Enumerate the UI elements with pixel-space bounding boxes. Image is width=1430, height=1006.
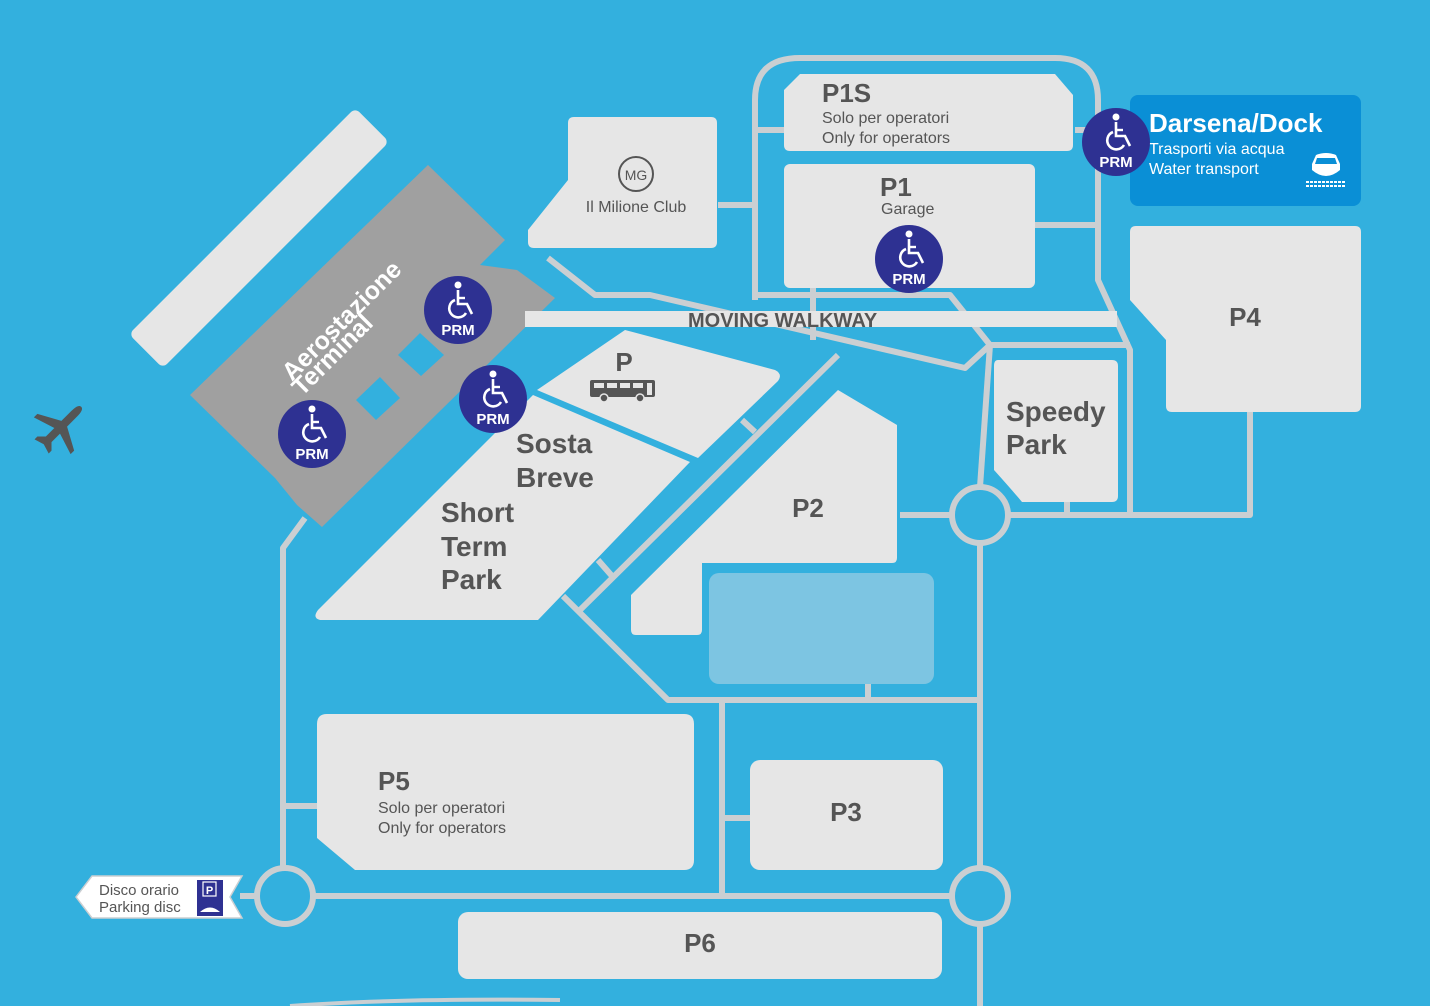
boat-icon	[1306, 153, 1346, 187]
svg-text:PRM: PRM	[441, 322, 474, 339]
road-network	[240, 55, 1253, 1006]
svg-text:PRM: PRM	[1099, 154, 1132, 171]
milione-logo-icon	[618, 156, 654, 192]
p3-title: P3	[830, 797, 862, 827]
svg-text:Disco orario: Disco orario	[99, 882, 179, 899]
svg-text:Sosta: Sosta	[516, 428, 593, 459]
svg-text:Breve: Breve	[516, 462, 594, 493]
bus-icon	[590, 380, 655, 403]
svg-text:Garage: Garage	[881, 201, 934, 218]
svg-text:Only for operators: Only for operators	[822, 130, 950, 147]
parking-p5[interactable]: P5 Solo per operatori Only for operators	[317, 714, 694, 870]
p4-title: P4	[1229, 302, 1261, 332]
svg-text:Solo per operatori: Solo per operatori	[822, 110, 949, 127]
apron-strip	[131, 110, 387, 366]
parking-p3[interactable]: P3	[750, 760, 943, 870]
dock-panel[interactable]: Darsena/Dock Trasporti via acqua Water t…	[1130, 95, 1361, 206]
airplane-icon	[33, 405, 83, 455]
walkway-label: MOVING WALKWAY	[688, 310, 878, 332]
parking-p2[interactable]: P2	[631, 390, 934, 684]
svg-text:Water transport: Water transport	[1149, 161, 1259, 178]
p1-title: P1	[880, 172, 912, 202]
moving-walkway: MOVING WALKWAY	[525, 310, 1117, 332]
prm-marker-p1-garage[interactable]: PRM	[873, 223, 945, 295]
svg-text:Parking disc: Parking disc	[99, 899, 181, 916]
bottom-road	[289, 997, 561, 1006]
p5-title: P5	[378, 766, 410, 796]
dock-title: Darsena/Dock	[1149, 108, 1323, 138]
svg-text:MG: MG	[625, 167, 648, 183]
parking-speedy[interactable]: Speedy Park	[994, 360, 1118, 502]
p1s-title: P1S	[822, 78, 871, 108]
svg-text:Speedy: Speedy	[1006, 396, 1106, 427]
svg-text:Only for operators: Only for operators	[378, 820, 506, 837]
svg-text:Park: Park	[1006, 429, 1067, 460]
parking-p6[interactable]: P6	[458, 912, 942, 979]
parking-p4[interactable]: P4	[1130, 226, 1361, 412]
svg-text:PRM: PRM	[476, 411, 509, 428]
parking-p1s[interactable]: P1S Solo per operatori Only for operator…	[784, 74, 1073, 151]
p2-title: P2	[792, 493, 824, 523]
reserved-area	[709, 573, 934, 684]
prm-marker-dock[interactable]: PRM	[1080, 106, 1152, 178]
p6-title: P6	[684, 928, 716, 958]
svg-text:PRM: PRM	[295, 446, 328, 463]
svg-text:P: P	[206, 885, 213, 897]
milione-club[interactable]: MG Il Milione Club	[528, 117, 717, 248]
svg-text:PRM: PRM	[892, 271, 925, 288]
bus-lot-title: P	[615, 347, 632, 377]
parking-disc-icon: P	[197, 880, 223, 916]
svg-text:Short: Short	[441, 497, 514, 528]
svg-text:Term: Term	[441, 531, 507, 562]
prm-marker-terminal-south[interactable]: PRM	[276, 398, 348, 470]
svg-text:Solo per operatori: Solo per operatori	[378, 800, 505, 817]
milione-label: Il Milione Club	[586, 199, 687, 216]
svg-text:Park: Park	[441, 564, 502, 595]
svg-text:Trasporti via acqua: Trasporti via acqua	[1149, 141, 1285, 158]
parking-disc-sign[interactable]: Disco orario Parking disc P	[75, 875, 244, 919]
prm-marker-terminal-north[interactable]: PRM	[422, 274, 494, 346]
prm-marker-terminal-east[interactable]: PRM	[457, 363, 529, 435]
parking-bus[interactable]: P	[537, 330, 780, 458]
parking-short-term[interactable]: Sosta Breve Short Term Park	[315, 395, 690, 620]
